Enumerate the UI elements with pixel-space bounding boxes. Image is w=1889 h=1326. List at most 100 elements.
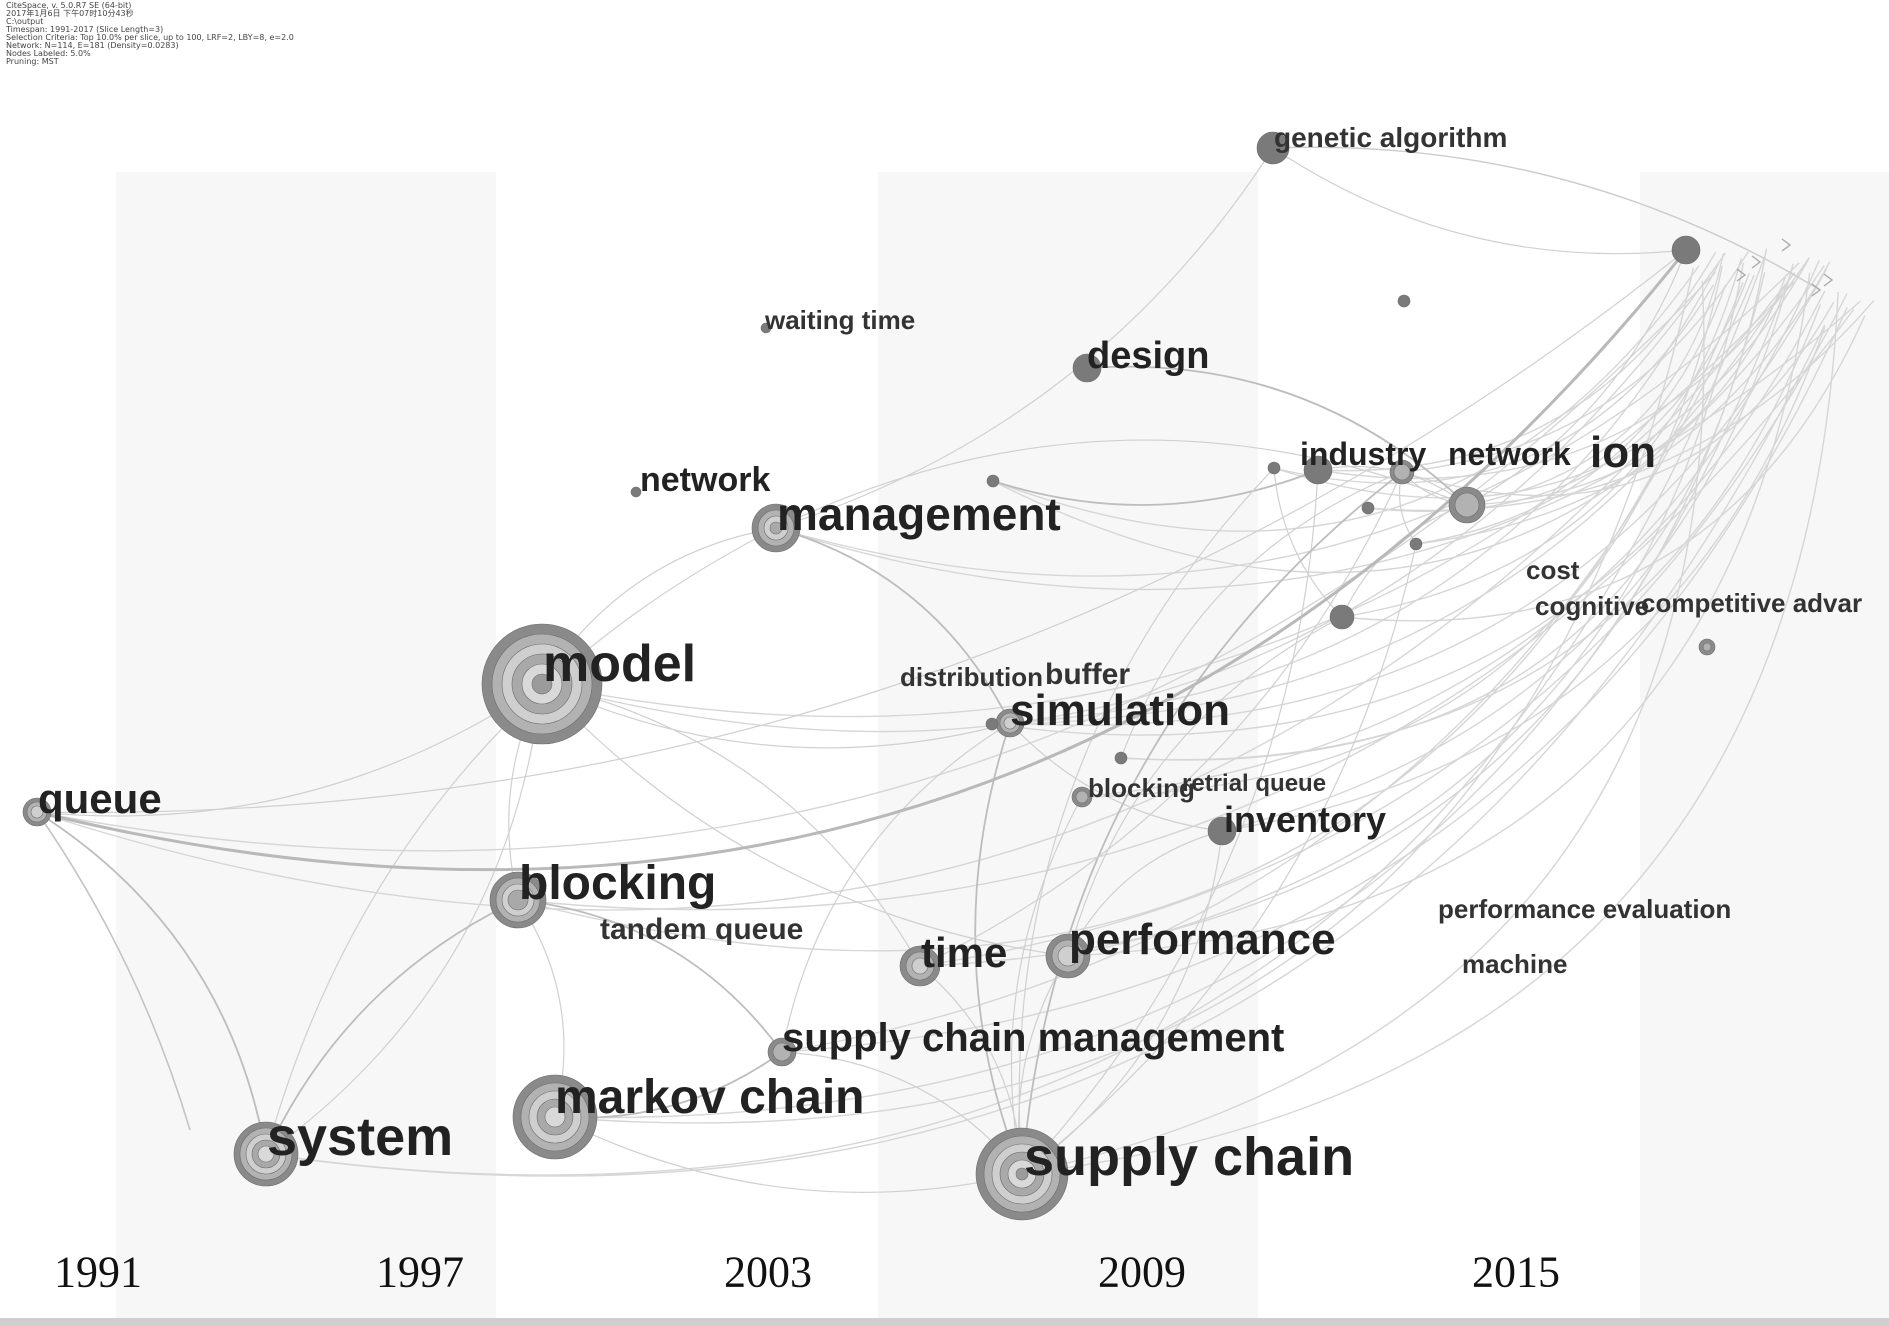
term-node[interactable]: [512, 1074, 598, 1160]
edge: [541, 683, 1011, 749]
node-ring: [1702, 642, 1712, 652]
term-node[interactable]: [1329, 604, 1355, 630]
term-node[interactable]: [1207, 816, 1237, 846]
edge: [775, 147, 1274, 529]
term-node[interactable]: [1303, 455, 1333, 485]
term-label[interactable]: blocking: [1088, 773, 1195, 803]
term-label[interactable]: retrial queue: [1182, 770, 1327, 797]
node-ring: [772, 1042, 792, 1062]
term-node[interactable]: [986, 474, 1000, 488]
term-label[interactable]: competitive advar: [1641, 588, 1863, 618]
term-node[interactable]: [751, 503, 801, 553]
term-node[interactable]: [899, 945, 941, 987]
time-slice-band: [878, 172, 1258, 1320]
term-label[interactable]: ion: [1590, 428, 1656, 477]
term-node[interactable]: [767, 1037, 797, 1067]
edge: [36, 811, 191, 1131]
edge: [1273, 259, 1809, 499]
term-label[interactable]: tandem queue: [600, 913, 804, 946]
edge: [265, 527, 777, 1155]
node-ring: [630, 486, 642, 498]
edge: [1009, 262, 1720, 724]
term-label[interactable]: simulation: [1010, 686, 1231, 735]
info-line: Timespan: 1991-2017 (Slice Length=3): [6, 25, 164, 34]
edge: [781, 722, 1011, 1053]
edge-arrow: [1823, 273, 1834, 287]
term-label[interactable]: supply chain: [1024, 1127, 1355, 1187]
term-node[interactable]: [233, 1121, 299, 1187]
term-label[interactable]: markov chain: [555, 1071, 865, 1124]
term-label[interactable]: waiting time: [765, 305, 916, 335]
term-node[interactable]: [1361, 501, 1375, 515]
term-node[interactable]: [985, 717, 999, 731]
term-label[interactable]: supply chain management: [782, 1016, 1285, 1060]
term-label[interactable]: cost: [1526, 555, 1580, 585]
node-ring: [1003, 716, 1017, 730]
term-node[interactable]: [1114, 751, 1128, 765]
term-label[interactable]: blocking: [519, 857, 717, 910]
edge: [1009, 722, 1223, 832]
term-label[interactable]: machine: [1462, 949, 1568, 979]
term-label[interactable]: management: [777, 488, 1061, 540]
node-ring: [507, 889, 529, 911]
term-node[interactable]: [630, 486, 642, 498]
term-node[interactable]: [995, 708, 1025, 738]
edge: [36, 811, 267, 1155]
edge: [1067, 272, 1811, 957]
term-label[interactable]: buffer: [1045, 658, 1130, 691]
term-label[interactable]: network: [1448, 436, 1571, 472]
edge: [775, 527, 1011, 724]
term-node[interactable]: [1267, 461, 1281, 475]
edge: [1021, 469, 1319, 1175]
edge: [775, 439, 1468, 529]
term-node[interactable]: [1045, 933, 1091, 979]
term-label[interactable]: genetic algorithm: [1274, 122, 1508, 153]
term-label[interactable]: cognitive: [1535, 591, 1650, 621]
term-node[interactable]: [1698, 638, 1716, 656]
term-node[interactable]: [1389, 459, 1415, 485]
term-label[interactable]: queue: [38, 775, 162, 822]
edge: [265, 899, 519, 1155]
edge: [775, 300, 1861, 591]
edge: [36, 683, 543, 817]
node-ring: [760, 322, 772, 334]
edge: [1086, 365, 1468, 506]
info-line: 2017年1月6日 下午07时10分43秒: [6, 9, 134, 18]
term-node[interactable]: [481, 623, 603, 745]
term-node[interactable]: [975, 1127, 1069, 1221]
term-node[interactable]: [760, 322, 772, 334]
term-node[interactable]: [1256, 131, 1290, 165]
edge: [265, 324, 1826, 1177]
year-label: 2003: [724, 1247, 812, 1297]
edge: [541, 683, 921, 967]
term-label[interactable]: system: [267, 1107, 454, 1167]
term-label[interactable]: time: [921, 929, 1008, 976]
term-label[interactable]: distribution: [900, 662, 1043, 692]
term-label[interactable]: inventory: [1224, 799, 1387, 840]
edge: [1317, 251, 1717, 472]
term-label[interactable]: design: [1087, 335, 1210, 377]
term-node[interactable]: [1397, 294, 1411, 308]
edge: [541, 683, 1069, 957]
year-label: 1991: [54, 1247, 142, 1297]
term-node[interactable]: [1448, 486, 1486, 524]
term-label[interactable]: industry: [1300, 436, 1427, 472]
node-ring: [531, 673, 553, 695]
term-node[interactable]: [1671, 235, 1701, 265]
edge: [1021, 471, 1403, 1175]
term-label[interactable]: performance: [1069, 915, 1336, 964]
term-label[interactable]: network: [640, 461, 771, 499]
term-node[interactable]: [22, 797, 52, 827]
edge: [919, 272, 1766, 967]
node-ring: [1256, 131, 1290, 165]
term-label[interactable]: model: [543, 635, 697, 693]
edge: [1067, 830, 1223, 957]
term-node[interactable]: [1409, 537, 1423, 551]
term-label[interactable]: performance evaluation: [1438, 894, 1732, 924]
term-node[interactable]: [1071, 786, 1093, 808]
edge: [265, 683, 543, 1155]
edge: [36, 272, 1796, 911]
term-node[interactable]: [489, 871, 547, 929]
term-node[interactable]: [1072, 353, 1102, 383]
